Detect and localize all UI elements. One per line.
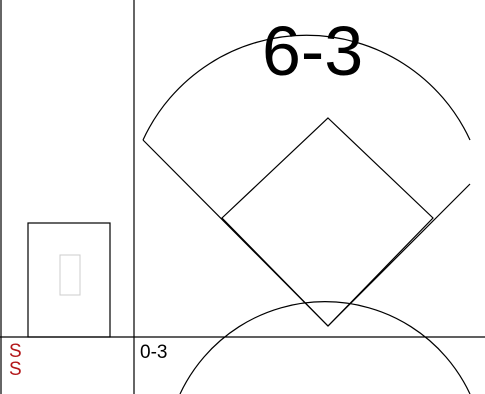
empty-indicator-icon [60,255,80,295]
ball-strike-count: 0-3 [140,343,167,363]
pitch-count-box [28,223,110,337]
play-result: 6-3 [262,16,363,86]
infield-diamond [222,118,433,326]
next-outfield-arc [180,302,470,394]
pitch-mark: S [9,361,22,379]
